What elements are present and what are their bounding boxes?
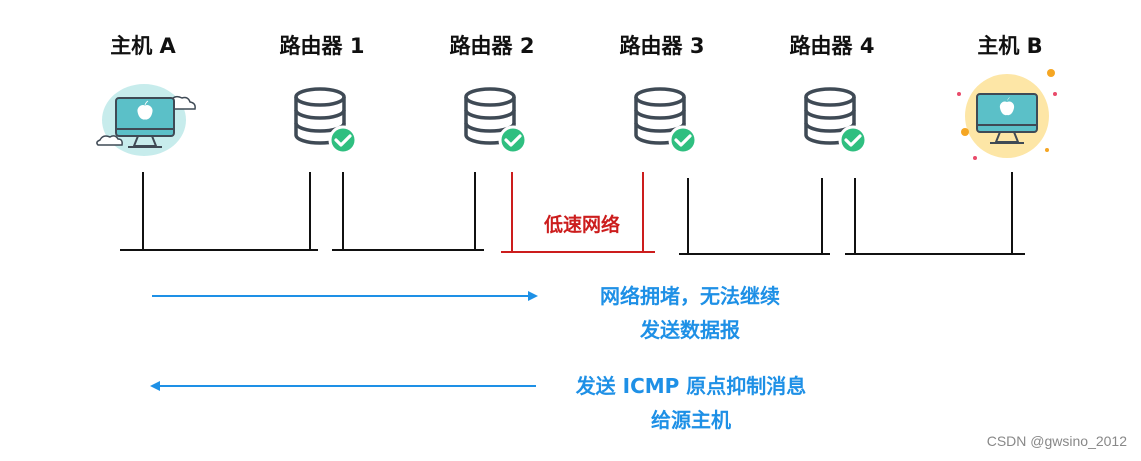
host-a-computer-icon (92, 80, 202, 165)
router-3-database-icon (632, 86, 702, 158)
link-router-1-router-2 (332, 172, 484, 251)
watermark: CSDN @gwsino_2012 (986, 433, 1127, 449)
slow-link-router-2-router-3 (501, 172, 655, 253)
host-b-computer-icon (955, 66, 1065, 166)
return-message-line-2: 给源主机 (651, 408, 731, 432)
router-4-label: 路由器 4 (789, 34, 875, 58)
link-host-a-router-1 (120, 172, 318, 251)
return-message: 发送 ICMP 原点抑制消息 给源主机 (538, 369, 844, 437)
forward-message-line-1: 网络拥堵，无法继续 (600, 284, 780, 308)
router-3-label: 路由器 3 (619, 34, 705, 58)
router-2-label: 路由器 2 (449, 34, 535, 58)
router-2-database-icon (462, 86, 532, 158)
forward-message-line-2: 发送数据报 (640, 318, 740, 342)
router-1-database-icon (292, 86, 362, 158)
host-b-label: 主机 B (977, 34, 1043, 58)
router-1-label: 路由器 1 (279, 34, 365, 58)
link-router-4-host-b (845, 172, 1025, 255)
host-a-label: 主机 A (110, 34, 176, 58)
slow-network-label: 低速网络 (543, 214, 620, 236)
forward-message: 网络拥堵，无法继续 发送数据报 (560, 279, 820, 347)
router-4-database-icon (802, 86, 872, 158)
link-router-3-router-4 (679, 178, 830, 255)
return-message-line-1: 发送 ICMP 原点抑制消息 (575, 374, 807, 398)
